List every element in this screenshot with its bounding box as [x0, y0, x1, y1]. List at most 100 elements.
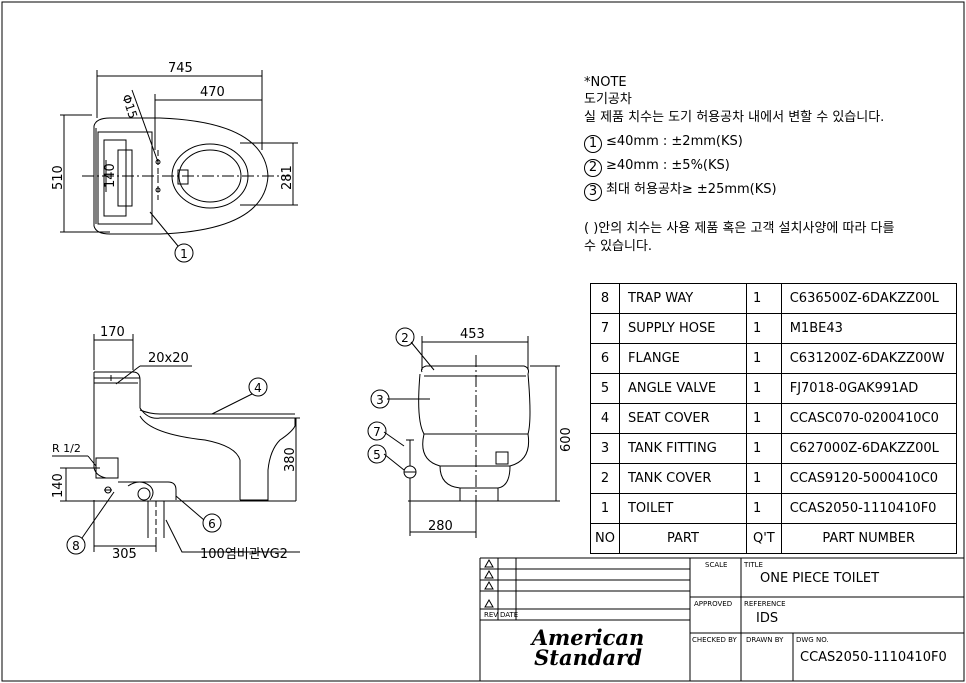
dim-305: 305: [112, 547, 137, 562]
callout-5: 5: [373, 448, 381, 462]
front-view: [383, 336, 560, 538]
dim-140-side: 140: [51, 473, 66, 498]
checked-label: CHECKED BY: [692, 636, 737, 644]
callout-2: 2: [401, 331, 409, 345]
parts-cell-no: 3: [590, 433, 620, 464]
parts-cell-name: ANGLE VALVE: [618, 373, 747, 404]
parts-cell-qty: 1: [745, 403, 782, 434]
parts-cell-no: 7: [590, 313, 620, 344]
note-subtitle: 도기공차: [584, 92, 632, 107]
title-block-grid: [479, 557, 964, 681]
dwg-number: CCAS2050-1110410F0: [800, 650, 947, 665]
note-item-3: 3 최대 허용공차≥ ±25mm(KS): [584, 181, 777, 201]
parts-cell-name: SUPPLY HOSE: [618, 313, 747, 344]
callout-6: 6: [208, 517, 216, 531]
parts-cell-qty: 1: [745, 343, 782, 374]
parts-cell-qty: 1: [745, 313, 782, 344]
parts-cell-no: 5: [590, 373, 620, 404]
note-title: *NOTE: [584, 75, 627, 90]
approved-label: APPROVED: [694, 600, 733, 608]
note-item-1-text: ≤40mm : ±2mm(KS): [606, 134, 743, 149]
dim-phi15: Φ15: [119, 93, 140, 121]
parts-cell-name: TOILET: [618, 493, 747, 524]
parts-header-name: PART: [618, 523, 747, 554]
logo-line1: American: [531, 625, 645, 650]
parts-cell-qty: 1: [745, 283, 782, 314]
parts-cell-name: SEAT COVER: [618, 403, 747, 434]
parts-cell-name: FLANGE: [618, 343, 747, 374]
dim-453: 453: [460, 327, 485, 342]
dim-281: 281: [280, 165, 295, 190]
dim-600: 600: [559, 427, 574, 452]
dim-r12: R 1/2: [52, 442, 81, 455]
note-item-3-text: 최대 허용공차≥ ±25mm(KS): [606, 182, 777, 197]
parts-cell-pn: CCASC070-0200410C0: [780, 403, 957, 434]
dim-280: 280: [428, 519, 453, 534]
dim-745: 745: [168, 61, 193, 76]
reference-label: REFERENCE: [744, 600, 786, 608]
title-label: TITLE: [744, 561, 763, 569]
parts-cell-qty: 1: [745, 463, 782, 494]
callout-8: 8: [72, 539, 80, 553]
note-item-3-num: 3: [584, 183, 602, 201]
parts-header-pn: PART NUMBER: [780, 523, 957, 554]
drawn-label: DRAWN BY: [746, 636, 784, 644]
note-item-2-num: 2: [584, 159, 602, 177]
parts-cell-name: TRAP WAY: [618, 283, 747, 314]
dim-20x20: 20x20: [148, 351, 189, 366]
dim-170: 170: [100, 325, 125, 340]
parts-cell-qty: 1: [745, 433, 782, 464]
dim-510: 510: [51, 165, 66, 190]
parts-cell-qty: 1: [745, 493, 782, 524]
parts-cell-no: 6: [590, 343, 620, 374]
parts-cell-pn: C627000Z-6DAKZZ00L: [780, 433, 957, 464]
parts-cell-no: 8: [590, 283, 620, 314]
parts-cell-pn: CCAS2050-1110410F0: [780, 493, 957, 524]
pipe-label: 100염비관VG2: [200, 547, 288, 562]
rev-label: REV: [484, 611, 499, 619]
note-item-2: 2 ≥40mm : ±5%(KS): [584, 157, 730, 177]
logo-line2: Standard: [534, 645, 642, 670]
parts-cell-no: 2: [590, 463, 620, 494]
note-item-2-text: ≥40mm : ±5%(KS): [606, 158, 730, 173]
parts-cell-no: 4: [590, 403, 620, 434]
parts-cell-pn: CCAS9120-5000410C0: [780, 463, 957, 494]
callout-7: 7: [373, 425, 381, 439]
callout-3: 3: [376, 393, 384, 407]
drawing-title: ONE PIECE TOILET: [760, 571, 880, 586]
parts-header-qty: Q'T: [745, 523, 782, 554]
parts-cell-qty: 1: [745, 373, 782, 404]
scale-label: SCALE: [705, 561, 728, 569]
dim-470: 470: [200, 85, 225, 100]
note-para-line1: ( )안의 치수는 사용 제품 혹은 고객 설치사양에 따라 다를: [584, 221, 895, 236]
top-view: [60, 70, 298, 247]
dwg-label: DWG NO.: [796, 636, 829, 644]
note-para-line2: 수 있습니다.: [584, 239, 653, 254]
side-view: [52, 334, 300, 553]
parts-cell-pn: FJ7018-0GAK991AD: [780, 373, 957, 404]
dim-380: 380: [283, 447, 298, 472]
company-logo: American Standard: [528, 625, 648, 670]
parts-cell-name: TANK FITTING: [618, 433, 747, 464]
parts-header-no: NO: [590, 523, 620, 554]
callout-1: 1: [180, 247, 188, 261]
dim-140-top: 140: [103, 163, 118, 188]
parts-cell-pn: M1BE43: [780, 313, 957, 344]
note-item-1-num: 1: [584, 135, 602, 153]
parts-cell-pn: C631200Z-6DAKZZ00W: [780, 343, 957, 374]
reference-value: IDS: [756, 611, 779, 626]
parts-cell-pn: C636500Z-6DAKZZ00L: [780, 283, 957, 314]
parts-cell-name: TANK COVER: [618, 463, 747, 494]
